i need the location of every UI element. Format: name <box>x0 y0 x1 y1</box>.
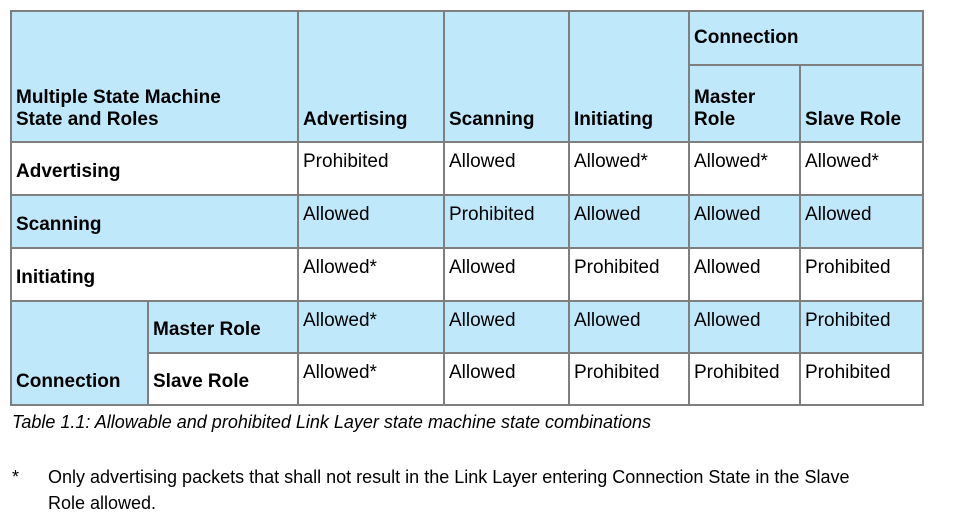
table-cell: Allowed <box>443 300 570 354</box>
table-cell: Prohibited <box>297 141 445 196</box>
row-header-advertising: Advertising <box>10 141 299 196</box>
row-header-master-role: Master Role <box>147 300 299 354</box>
table-cell: Allowed <box>443 247 570 302</box>
col-header-connection-group: Connection <box>688 10 924 66</box>
corner-label-line1: Multiple State Machine <box>16 87 221 108</box>
row-header-initiating: Initiating <box>10 247 299 302</box>
table-cell: Prohibited <box>799 352 924 406</box>
table-cell: Prohibited <box>799 300 924 354</box>
table-cell: Allowed <box>443 352 570 406</box>
row-header-slave-role: Slave Role <box>147 352 299 406</box>
footnote-mark: * <box>12 467 20 487</box>
table-row: Connection Master Role Allowed* Allowed … <box>10 300 924 406</box>
footnote-text: Only advertising packets that shall not … <box>48 467 850 513</box>
table-cell: Allowed* <box>297 300 445 354</box>
table-cell: Allowed <box>297 194 445 249</box>
table-cell: Allowed <box>443 141 570 196</box>
table-row: Initiating Allowed* Allowed Prohibited A… <box>10 247 924 302</box>
table-caption: Table 1.1: Allowable and prohibited Link… <box>12 412 652 432</box>
table-cell: Allowed* <box>688 141 801 196</box>
table-cell: Prohibited <box>799 247 924 302</box>
state-combination-table: Multiple State Machine State and Roles A… <box>10 10 924 406</box>
table-row: Scanning Allowed Prohibited Allowed Allo… <box>10 194 924 249</box>
table-cell: Prohibited <box>688 352 801 406</box>
table-cell: Allowed* <box>568 141 690 196</box>
table-cell: Allowed <box>688 247 801 302</box>
col-header-initiating: Initiating <box>568 10 690 143</box>
corner-header: Multiple State Machine State and Roles <box>10 10 299 143</box>
header-row-2: Master Role Slave Role <box>11 64 924 143</box>
table-cell: Prohibited <box>568 352 690 406</box>
master-role-line1: Master <box>694 87 756 108</box>
table-cell: Allowed <box>799 194 924 249</box>
table-cell: Prohibited <box>443 194 570 249</box>
table-row: Advertising Prohibited Allowed Allowed* … <box>10 141 924 196</box>
col-header-advertising: Advertising <box>297 10 445 143</box>
col-header-master-role: Master Role <box>688 64 801 143</box>
table-cell: Allowed <box>688 194 801 249</box>
row-group-header-connection: Connection <box>10 300 149 406</box>
master-role-line2: Role <box>694 109 736 130</box>
table-cell: Allowed <box>568 194 690 249</box>
table-cell: Allowed <box>688 300 801 354</box>
header-row-1: Multiple State Machine State and Roles A… <box>10 10 924 143</box>
corner-label-line2: State and Roles <box>16 109 159 130</box>
col-header-slave-role: Slave Role <box>799 64 924 143</box>
table-cell: Prohibited <box>568 247 690 302</box>
table-row: Slave Role Allowed* Allowed Prohibited P… <box>11 352 924 406</box>
col-header-scanning: Scanning <box>443 10 570 143</box>
table-cell: Allowed* <box>297 247 445 302</box>
footnote: * Only advertising packets that shall no… <box>12 464 868 516</box>
table-cell: Allowed* <box>297 352 445 406</box>
table-cell: Allowed <box>568 300 690 354</box>
table-cell: Allowed* <box>799 141 924 196</box>
row-header-scanning: Scanning <box>10 194 299 249</box>
